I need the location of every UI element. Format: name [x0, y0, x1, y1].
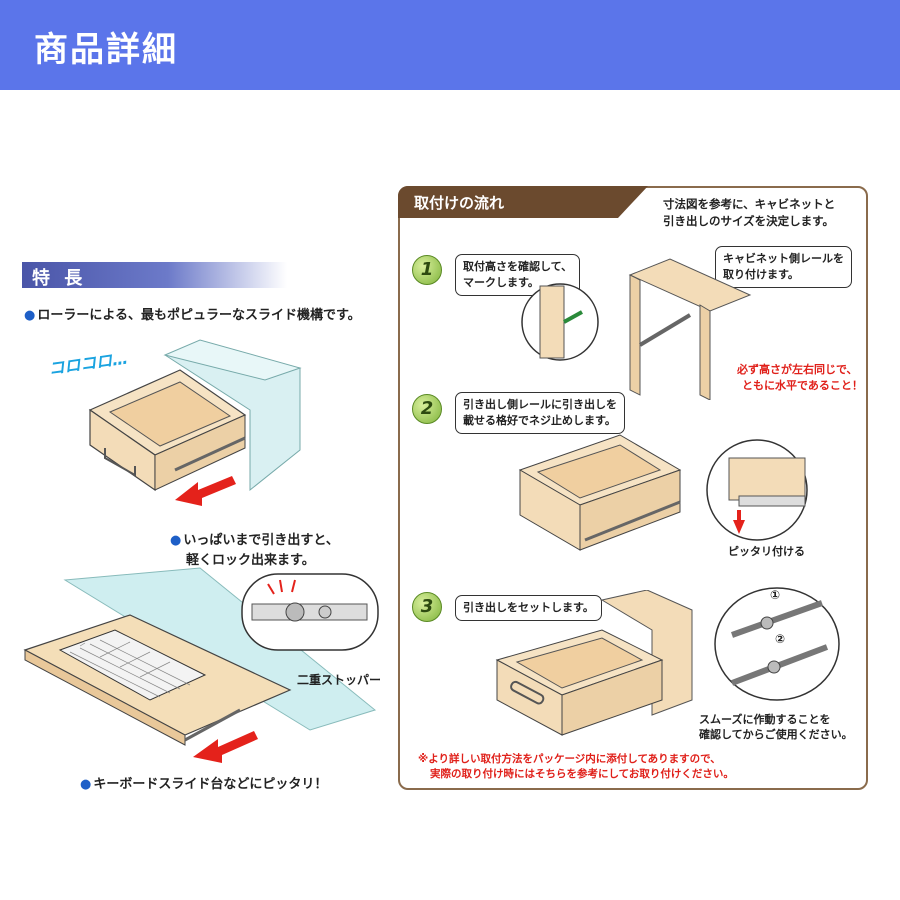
- detail-circle-2: ②: [775, 632, 786, 646]
- flow-title: 取付けの流れ: [414, 194, 505, 212]
- step-3-bubble: 引き出しをセットします。: [455, 595, 602, 621]
- flow-intro-line2: 引き出しのサイズを決定します。: [663, 214, 835, 228]
- footnote-line2: 実際の取り付け時にはそちらを参考にしてお取り付けください。: [430, 768, 734, 780]
- step-1-bubble-rail-line1: キャビネット側レールを: [723, 252, 844, 265]
- step-1-bubble-mark-line2: マークします。: [463, 276, 539, 289]
- flow-title-tab: 取付けの流れ: [398, 186, 648, 218]
- mark-height-detail: [521, 283, 599, 361]
- rail-engage-detail: [714, 587, 840, 701]
- slide-arrow-icon: [193, 731, 258, 763]
- footnote-line1: ※より詳しい取付方法をパッケージ内に添付してありますので、: [418, 753, 721, 765]
- check-note-line2: 確認してからご使用ください。: [699, 728, 853, 741]
- fit-label: ピッタリ付ける: [728, 545, 805, 558]
- step-3-number: 3: [412, 592, 442, 622]
- step-2-bubble: 引き出し側レールに引き出しを 載せる格好でネジ止めします。: [455, 392, 625, 434]
- flow-intro-line1: 寸法図を参考に、キャビネットと: [663, 197, 836, 211]
- stopper-detail: [241, 573, 379, 651]
- step-2-bubble-line2: 載せる格好でネジ止めします。: [463, 414, 616, 427]
- step-2-number: 2: [412, 394, 442, 424]
- drawer-screw-illustration: [518, 434, 682, 551]
- features-heading: 特 長: [32, 268, 87, 289]
- feature-bullet-3: ●キーボードスライド台などにピッタリ！: [80, 777, 328, 792]
- step-1-bubble-mark-line1: 取付高さを確認して、: [463, 260, 573, 273]
- step-1-warning-line1: 必ず高さが左右同じで、: [737, 363, 858, 376]
- feature-bullet-1-text: ローラーによる、最もポピュラーなスライド機構です。: [37, 308, 361, 323]
- features-heading-bar: 特 長: [22, 262, 287, 289]
- feature-bullet-1: ●ローラーによる、最もポピュラーなスライド機構です。: [24, 308, 361, 323]
- drawer-set-illustration: [495, 590, 693, 736]
- feature-bullet-2-line1: いっぱいまで引き出すと、: [183, 533, 339, 548]
- stopper-label: 二重ストッパー: [297, 673, 382, 687]
- pull-arrow-icon: [175, 476, 236, 506]
- feature-bullet-3-text: キーボードスライド台などにピッタリ！: [93, 777, 328, 792]
- detail-circle-1: ①: [770, 588, 781, 602]
- cabinet-rail-illustration: [628, 258, 752, 400]
- step-1-warning-line2: ともに水平であること！: [742, 379, 863, 392]
- check-note-line1: スムーズに作動することを: [699, 713, 831, 726]
- feature-bullet-2-line2: 軽くロック出来ます。: [186, 553, 315, 568]
- fit-detail: [706, 439, 808, 541]
- page-title: 商品詳細: [34, 30, 178, 70]
- keyboard-tray-illustration: [23, 567, 377, 746]
- drawer-illustration: [88, 339, 302, 492]
- step-2-bubble-line1: 引き出し側レールに引き出しを: [463, 398, 617, 411]
- step-1-bubble-rail: キャビネット側レールを 取り付けます。: [715, 246, 852, 288]
- step-1-number: 1: [412, 255, 442, 285]
- page-header: 商品詳細: [0, 0, 900, 90]
- step-1-bubble-rail-line2: 取り付けます。: [723, 268, 799, 281]
- feature-bullet-2: ●いっぱいまで引き出すと、: [170, 533, 339, 548]
